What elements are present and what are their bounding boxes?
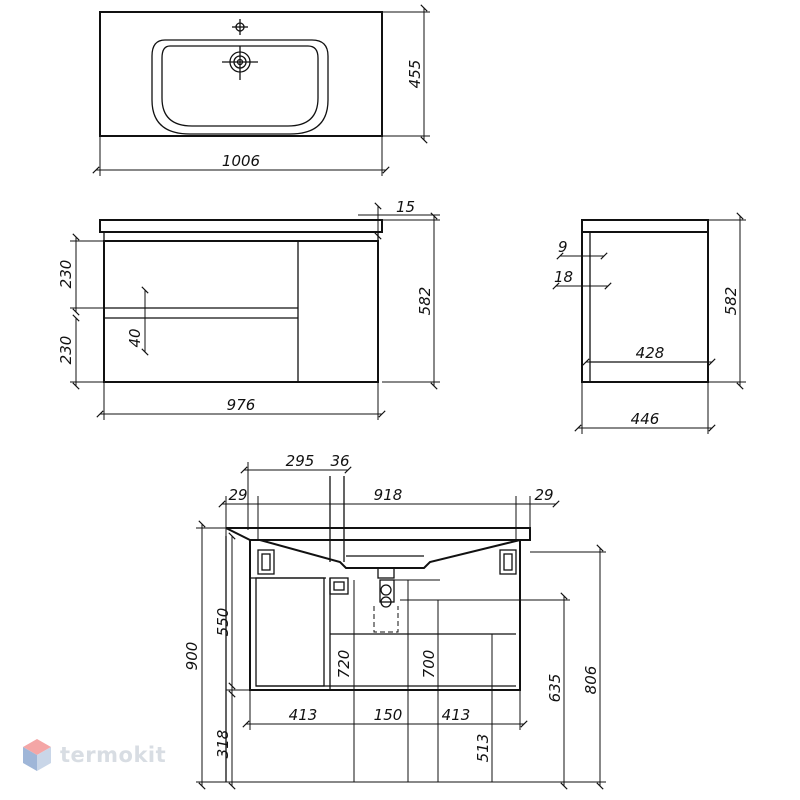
left-compartment xyxy=(255,577,325,687)
side-left-29-label: 29 xyxy=(228,486,247,504)
pipe-36-label: 36 xyxy=(330,452,349,470)
bracket-right-icon xyxy=(499,549,517,575)
height-806-label: 806 xyxy=(582,666,600,695)
height-900-label: 900 xyxy=(183,642,201,671)
seg-right-413-label: 413 xyxy=(442,706,471,724)
side-dim-18-label: 18 xyxy=(554,268,573,286)
height-550-label: 550 xyxy=(214,608,232,637)
cabinet-body xyxy=(103,240,379,383)
drawer-gap-label: 40 xyxy=(126,328,144,347)
drawer-lower-label: 230 xyxy=(57,336,75,365)
side-cabinet xyxy=(581,231,709,383)
basin-profile xyxy=(225,527,531,569)
front-height-label: 582 xyxy=(416,287,434,316)
side-right-29-label: 29 xyxy=(534,486,553,504)
cube-logo-icon xyxy=(23,739,51,771)
bracket-left-icon xyxy=(257,549,275,575)
side-view: 9 18 582 428 446 xyxy=(552,212,746,434)
side-dim-9-label: 9 xyxy=(558,238,568,256)
brand-logo: termokit xyxy=(22,738,166,772)
side-height-label: 582 xyxy=(722,287,740,316)
faucet-hole-icon xyxy=(232,19,248,35)
top-view: 455 1006 xyxy=(92,4,430,176)
install-cabinet xyxy=(249,539,521,691)
top-depth-label: 455 xyxy=(406,60,424,89)
drain-icon xyxy=(222,46,258,80)
height-720-label: 720 xyxy=(335,650,353,679)
countertop xyxy=(99,219,383,233)
height-700-label: 700 xyxy=(420,650,438,679)
bracket-mid-icon xyxy=(329,577,349,595)
front-width-label: 976 xyxy=(227,396,256,414)
siphon-icon xyxy=(373,567,399,633)
offset-295-label: 295 xyxy=(286,452,315,470)
height-635-label: 635 xyxy=(546,674,564,703)
countertop-edge xyxy=(103,231,379,242)
front-view: 230 230 40 15 582 976 xyxy=(57,198,440,420)
height-318-label: 318 xyxy=(214,730,232,759)
side-inner-depth-label: 428 xyxy=(636,344,665,362)
seg-left-413-label: 413 xyxy=(289,706,318,724)
height-513-label: 513 xyxy=(474,734,492,763)
top-thickness-label: 15 xyxy=(396,198,415,216)
drawer-upper-label: 230 xyxy=(57,260,75,289)
installation-view: 295 36 29 918 29 900 550 318 720 700 513… xyxy=(183,452,606,790)
basin-bowl-outer xyxy=(151,39,329,135)
seg-mid-150-label: 150 xyxy=(374,706,403,724)
brand-name: termokit xyxy=(60,743,167,767)
inner-width-918-label: 918 xyxy=(374,486,403,504)
side-countertop xyxy=(581,219,709,233)
top-width-label: 1006 xyxy=(222,152,260,170)
side-depth-label: 446 xyxy=(631,410,660,428)
basin-bowl-inner xyxy=(161,45,319,127)
basin-top-outline xyxy=(99,11,383,137)
